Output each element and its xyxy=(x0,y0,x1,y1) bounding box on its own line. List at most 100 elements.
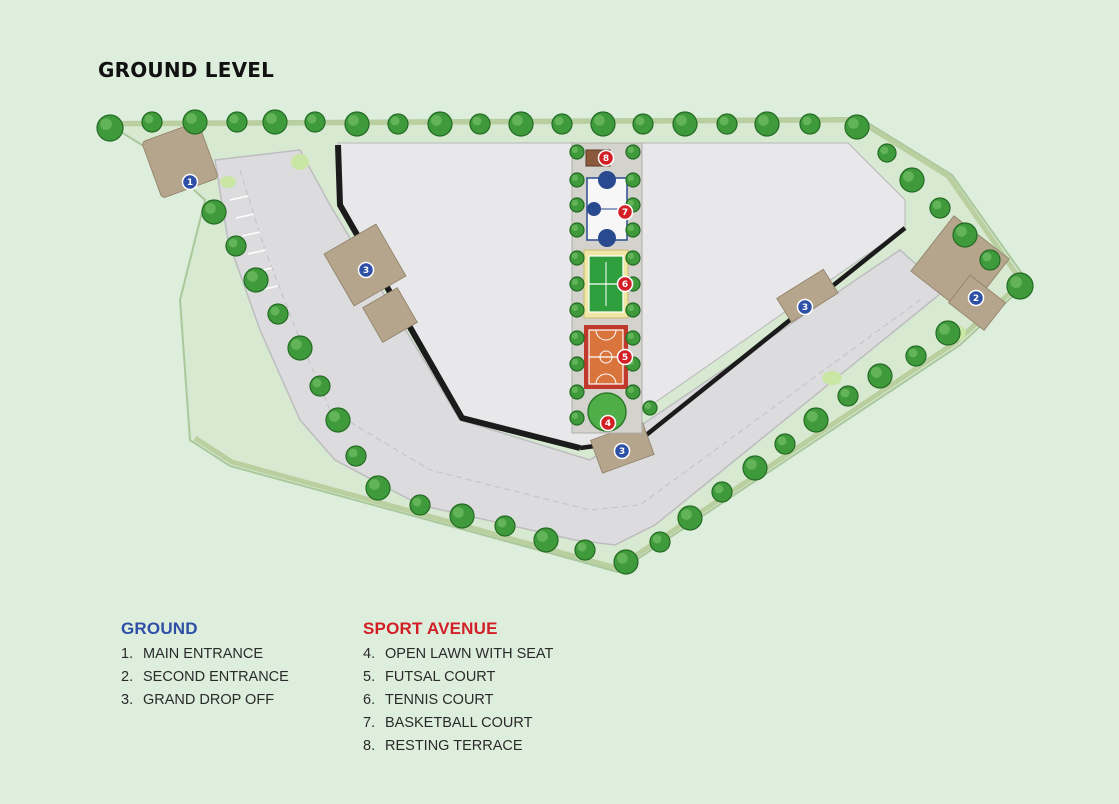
legend-item: 5.FUTSAL COURT xyxy=(363,669,496,685)
marker-label: 3 xyxy=(802,303,808,313)
tree-highlight xyxy=(266,113,277,124)
tree-highlight xyxy=(627,146,635,154)
tree-highlight xyxy=(497,518,507,528)
marker-circle xyxy=(616,275,634,293)
tree-highlight xyxy=(291,339,302,350)
marker-ground-2: 2 xyxy=(967,289,985,307)
tree-highlight xyxy=(848,118,859,129)
tree-highlight xyxy=(719,116,729,126)
marker-circle xyxy=(616,203,634,221)
tree-highlight xyxy=(840,388,850,398)
tree-highlight xyxy=(777,436,787,446)
tree-highlight xyxy=(908,348,918,358)
marker-label: 5 xyxy=(622,353,628,363)
tree-highlight xyxy=(390,116,400,126)
marker-circle xyxy=(597,149,615,167)
tree-highlight xyxy=(746,459,757,470)
tree-highlight xyxy=(594,115,605,126)
tree-highlight xyxy=(758,115,769,126)
tree-highlight xyxy=(571,412,579,420)
tree-highlight xyxy=(329,411,340,422)
tree-highlight xyxy=(627,386,635,394)
marker-label: 8 xyxy=(603,154,609,164)
tree-highlight xyxy=(571,304,579,312)
tree-highlight xyxy=(571,174,579,182)
tree-highlight xyxy=(412,497,422,507)
tree-highlight xyxy=(939,324,950,335)
tree-highlight xyxy=(571,358,579,366)
marker-circle xyxy=(796,298,814,316)
location-markers: 1 2 3 3 3 4 5 6 7 8 xyxy=(181,149,985,460)
tree-highlight xyxy=(802,116,812,126)
tree-highlight xyxy=(571,386,579,394)
marker-circle xyxy=(616,348,634,366)
map-title: GROUND LEVEL xyxy=(98,58,275,82)
tree-highlight xyxy=(681,509,692,520)
tree-highlight xyxy=(807,411,818,422)
marker-sport-5: 5 xyxy=(616,348,634,366)
marker-label: 2 xyxy=(973,294,979,304)
tree-highlight xyxy=(431,115,442,126)
marker-label: 3 xyxy=(619,447,625,457)
tree-highlight xyxy=(571,252,579,260)
tree-highlight xyxy=(627,332,635,340)
tree-highlight xyxy=(571,146,579,154)
marker-ground-1: 1 xyxy=(181,173,199,191)
marker-label: 3 xyxy=(363,266,369,276)
tree-highlight xyxy=(144,114,154,124)
marker-circle xyxy=(357,261,375,279)
tree-highlight xyxy=(714,484,724,494)
marker-circle xyxy=(967,289,985,307)
marker-label: 1 xyxy=(187,178,193,188)
marker-sport-7: 7 xyxy=(616,203,634,221)
tree-highlight xyxy=(100,118,112,130)
tree-highlight xyxy=(903,171,914,182)
tree-highlight xyxy=(627,224,635,232)
marker-ground-3: 3 xyxy=(796,298,814,316)
legend-item: 3.GRAND DROP OFF xyxy=(121,692,275,708)
tree-highlight xyxy=(635,116,645,126)
tree-highlight xyxy=(348,448,358,458)
driveway-edge xyxy=(239,169,921,511)
tree-highlight xyxy=(512,115,523,126)
tree-highlight xyxy=(871,367,882,378)
legend-item: 8.RESTING TERRACE xyxy=(363,738,523,754)
legend-ground-heading: GROUND xyxy=(121,619,198,638)
tree-highlight xyxy=(369,479,380,490)
tennis-court xyxy=(583,249,629,319)
tree-highlight xyxy=(627,252,635,260)
legend-item: 7.BASKETBALL COURT xyxy=(363,715,533,731)
tree-highlight xyxy=(644,402,652,410)
tree-highlight xyxy=(652,534,662,544)
tree-highlight xyxy=(348,115,359,126)
tree-highlight xyxy=(1010,276,1022,288)
marker-sport-8: 8 xyxy=(597,149,615,167)
tree-highlight xyxy=(453,507,464,518)
legend-ground: GROUND 1.MAIN ENTRANCE 2.SECOND ENTRANCE… xyxy=(121,619,289,712)
marker-sport-4: 4 xyxy=(599,414,617,432)
tree-highlight xyxy=(186,113,197,124)
tree-highlight xyxy=(307,114,317,124)
tree-highlight xyxy=(956,226,967,237)
parking-stripes xyxy=(229,195,279,291)
tree-highlight xyxy=(571,199,579,207)
legend-sport-avenue: SPORT AVENUE 4.OPEN LAWN WITH SEAT 5.FUT… xyxy=(363,619,553,758)
tree-highlight xyxy=(932,200,942,210)
tree-highlight xyxy=(312,378,322,388)
trees xyxy=(96,109,1034,575)
terraces xyxy=(142,122,1010,474)
tree-highlight xyxy=(472,116,482,126)
legend-sport-heading: SPORT AVENUE xyxy=(363,619,498,638)
tree-highlight xyxy=(571,332,579,340)
marker-circle xyxy=(613,442,631,460)
marker-label: 7 xyxy=(622,208,628,218)
legend-ground-list: 1.MAIN ENTRANCE 2.SECOND ENTRANCE 3.GRAN… xyxy=(121,643,289,712)
marker-label: 6 xyxy=(622,280,628,290)
legend-item: 2.SECOND ENTRANCE xyxy=(121,669,289,685)
tree-highlight xyxy=(627,174,635,182)
tree-highlight xyxy=(228,238,238,248)
legend-item: 6.TENNIS COURT xyxy=(363,692,494,708)
tree-highlight xyxy=(627,199,635,207)
tree-highlight xyxy=(676,115,687,126)
